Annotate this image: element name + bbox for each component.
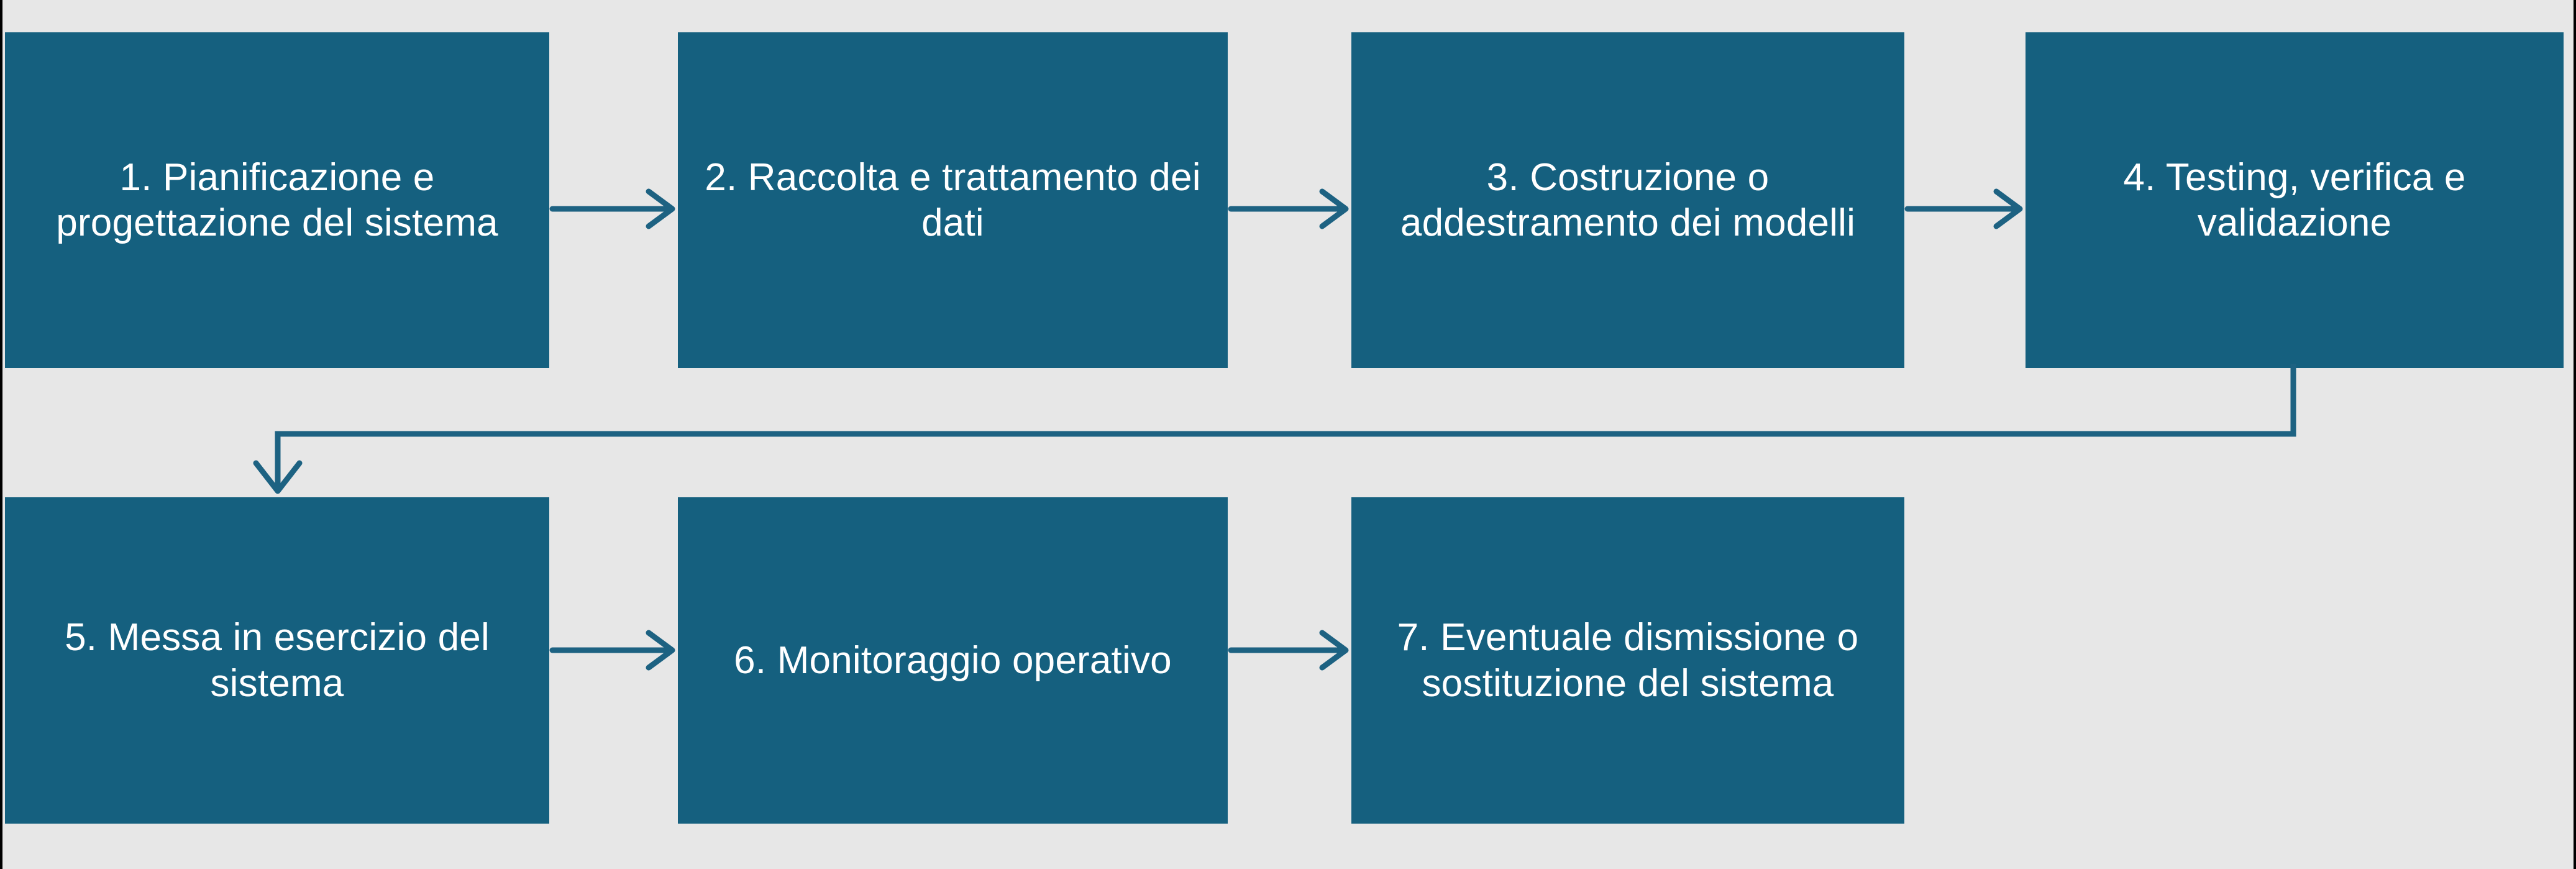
connector-1-to-2	[549, 186, 680, 231]
process-node-2-label: 2. Raccolta e trattamento dei dati	[705, 155, 1201, 244]
connector-4-to-5	[253, 364, 2308, 500]
connector-6-to-7	[1228, 628, 1353, 673]
connector-2-to-3	[1228, 186, 1353, 231]
process-node-1-label: 1. Pianificazione e progettazione del si…	[56, 155, 498, 244]
arrow-right-icon	[549, 630, 675, 671]
process-node-7[interactable]: 7. Eventuale dismissione o sostituzione …	[1351, 497, 1904, 824]
arrow-right-icon	[549, 188, 675, 229]
arrow-right-icon	[1228, 188, 1349, 229]
process-node-5-label: 5. Messa in esercizio del sistema	[65, 616, 490, 705]
connector-3-to-4	[1904, 186, 2027, 231]
arrow-elbow-down-icon	[253, 364, 2296, 494]
arrow-right-icon	[1228, 630, 1349, 671]
process-node-7-label: 7. Eventuale dismissione o sostituzione …	[1397, 616, 1859, 705]
process-node-6[interactable]: 6. Monitoraggio operativo	[678, 497, 1228, 824]
connector-5-to-6	[549, 628, 680, 673]
process-node-6-label: 6. Monitoraggio operativo	[734, 638, 1172, 682]
process-node-5[interactable]: 5. Messa in esercizio del sistema	[5, 497, 549, 824]
process-node-1[interactable]: 1. Pianificazione e progettazione del si…	[5, 32, 549, 368]
process-node-4-label: 4. Testing, verifica e validazione	[2123, 155, 2466, 244]
process-node-3-label: 3. Costruzione o addestramento dei model…	[1400, 155, 1856, 244]
process-node-2[interactable]: 2. Raccolta e trattamento dei dati	[678, 32, 1228, 368]
process-node-3[interactable]: 3. Costruzione o addestramento dei model…	[1351, 32, 1904, 368]
arrow-right-icon	[1904, 188, 2023, 229]
process-node-4[interactable]: 4. Testing, verifica e validazione	[2026, 32, 2564, 368]
